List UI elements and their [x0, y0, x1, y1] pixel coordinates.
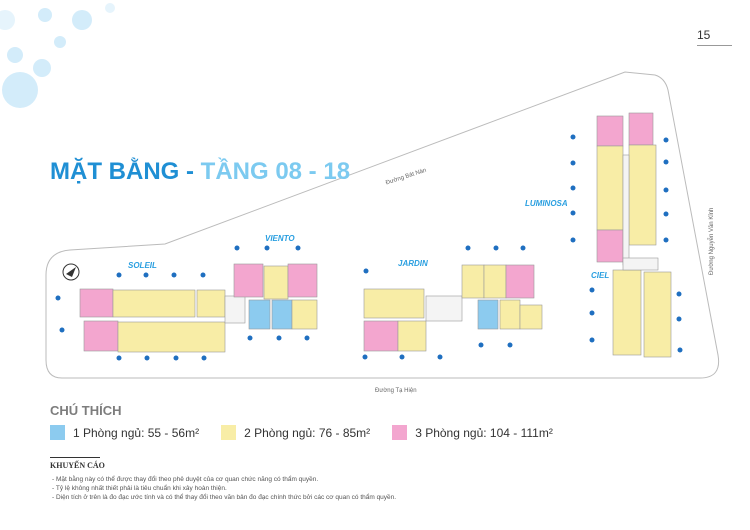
- unit-markers: [55, 134, 683, 361]
- road-top-label: Đường Bát Nàn: [385, 168, 427, 187]
- title-part-1: MẶT BẰNG -: [50, 158, 201, 185]
- unit-3br[interactable]: [596, 229, 624, 263]
- legend-label: 1 Phòng ngủ: 55 - 56m²: [73, 425, 200, 440]
- unit-3br[interactable]: [83, 320, 119, 352]
- disclaimer-line: - Tỷ lệ không nhất thiết phải là tiêu ch…: [52, 485, 227, 492]
- road-right-label: Đường Nguyễn Văn Kỉnh: [708, 208, 715, 275]
- unit-3br[interactable]: [233, 263, 264, 298]
- unit-3br[interactable]: [628, 112, 654, 146]
- legend-label: 3 Phòng ngủ: 104 - 111m²: [415, 425, 553, 440]
- unit-1br[interactable]: [477, 299, 499, 330]
- disclaimer-title: KHUYẾN CÁO: [50, 461, 105, 470]
- unit-2br[interactable]: [397, 320, 427, 352]
- page-number: 15: [697, 28, 711, 42]
- unit-3br[interactable]: [287, 263, 318, 298]
- unit-1br[interactable]: [248, 299, 271, 330]
- disclaimer-line: - Mặt bằng này có thể được thay đổi theo…: [52, 476, 319, 483]
- unit-1br[interactable]: [271, 299, 293, 330]
- disclaimer-line: - Diện tích ở trên là đo đạc ước tính và…: [52, 494, 397, 501]
- legend-item-2br: 2 Phòng ngủ: 76 - 85m²: [221, 424, 370, 441]
- unit-2br[interactable]: [112, 289, 196, 318]
- floor-plan: Đường Bát Nàn Đường Tạ Hiện Đường Nguyễn…: [0, 3, 720, 394]
- tower-label-jardin: JARDIN: [398, 259, 428, 268]
- unit-2br[interactable]: [291, 299, 318, 330]
- legend-swatch: [392, 425, 408, 440]
- legend-swatch: [50, 425, 65, 440]
- legend-item-3br: 3 Phòng ngủ: 104 - 111m²: [392, 424, 553, 441]
- unit-2br[interactable]: [363, 288, 425, 319]
- unit-2br[interactable]: [499, 299, 521, 330]
- unit-3br[interactable]: [363, 320, 399, 352]
- divider: [50, 457, 100, 458]
- unit-3br[interactable]: [505, 264, 535, 299]
- core: [425, 295, 463, 322]
- tower-label-ciel: CIEL: [591, 271, 609, 280]
- title-part-2: TẦNG 08 - 18: [200, 158, 351, 185]
- unit-2br[interactable]: [628, 144, 657, 246]
- unit-2br[interactable]: [596, 145, 624, 231]
- road-bottom-label: Đường Tạ Hiện: [375, 388, 417, 394]
- unit-3br[interactable]: [79, 288, 114, 318]
- legend-label: 2 Phòng ngủ: 76 - 85m²: [244, 425, 371, 440]
- unit-2br[interactable]: [461, 264, 485, 299]
- legend-title: CHÚ THÍCH: [50, 403, 122, 418]
- site-boundary: [45, 71, 720, 379]
- page-title: MẶT BẰNG - TẦNG 08 - 18: [50, 158, 350, 186]
- core: [622, 257, 659, 271]
- tower-label-soleil: SOLEIL: [128, 261, 157, 270]
- legend-item-1br: 1 Phòng ngủ: 55 - 56m²: [50, 424, 199, 441]
- tower-label-luminosa: LUMINOSA: [525, 199, 568, 208]
- decorative-bubbles: [0, 3, 115, 108]
- unit-2br[interactable]: [643, 271, 672, 358]
- unit-2br[interactable]: [612, 269, 642, 356]
- unit-2br[interactable]: [519, 304, 543, 330]
- core: [224, 295, 246, 324]
- unit-2br[interactable]: [263, 265, 289, 300]
- north-arrow-icon: [62, 263, 80, 281]
- legend: 1 Phòng ngủ: 55 - 56m² 2 Phòng ngủ: 76 -…: [50, 424, 553, 441]
- unit-3br[interactable]: [596, 115, 624, 147]
- unit-2br[interactable]: [196, 289, 226, 318]
- legend-swatch: [221, 425, 237, 440]
- core: [622, 154, 630, 266]
- unit-2br[interactable]: [117, 321, 226, 353]
- tower-label-viento: VIENTO: [265, 234, 295, 243]
- unit-2br[interactable]: [483, 264, 507, 299]
- divider: [697, 45, 732, 46]
